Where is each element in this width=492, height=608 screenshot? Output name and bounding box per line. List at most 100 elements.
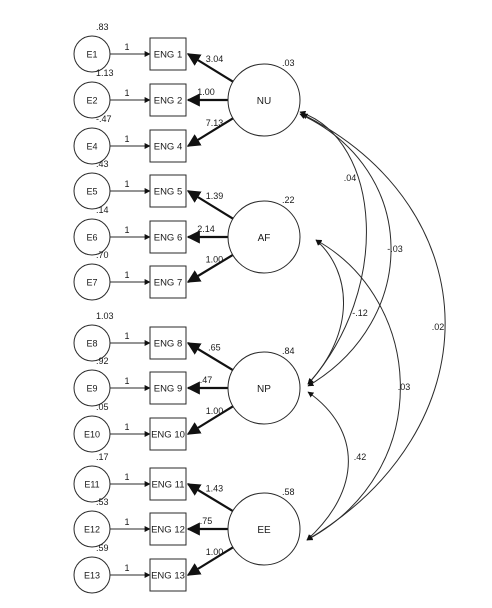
covariance-label: .42 [354,452,367,462]
loading-label: 1.39 [206,191,224,201]
latent-variance-label: .03 [282,58,295,68]
covariance-label: .02 [432,322,445,332]
loading-label: 7.13 [206,118,224,128]
covariance-label: -.12 [352,308,368,318]
latent-label: EE [257,525,271,536]
loading-label: 1.00 [206,547,224,557]
indicator-label: ENG 10 [151,430,185,441]
loading-label: 2.14 [197,224,215,234]
loading-label: 1.00 [197,87,215,97]
indicator-label: ENG 1 [154,50,183,61]
indicator-box [149,83,187,117]
error-variance-label: .59 [96,543,109,553]
loading-arrow [186,405,234,435]
indicator-label: ENG 4 [154,142,183,153]
error-path-label: 1 [124,422,129,432]
error-label: E4 [86,142,97,152]
error-path-label: 1 [124,88,129,98]
covariance-label: .03 [398,382,411,392]
latent-label: NU [257,96,271,107]
error-variance-label: -.47 [96,114,112,124]
error-path-label: 1 [124,134,129,144]
loading-label: 1.00 [206,406,224,416]
error-label: E6 [86,233,97,243]
error-label: E12 [84,525,100,535]
error-variance-label: 1.03 [96,311,114,321]
loading-label: 1.43 [206,484,224,494]
error-variance-label: .17 [96,452,109,462]
covariance-arcs: .04.02-.12.03-.03.42 [299,110,446,541]
covariance-arc [307,239,344,385]
indicator-box [149,417,187,451]
error-variance-label: .70 [96,250,109,260]
indicator-box [149,326,187,360]
error-label: E7 [86,278,97,288]
error-path-label: 1 [124,376,129,386]
indicator-label: ENG 6 [154,233,183,244]
loading-label: .65 [208,343,221,353]
error-path-label: 1 [124,517,129,527]
indicator-box [149,220,187,254]
covariance-arc [306,239,401,541]
error-label: E13 [84,571,100,581]
loading-arrow [186,342,234,371]
indicator-box [149,37,187,71]
factor-loadings: 3.04 1.00 7.13 1.39 2.14 1.00 .65 .47 1.00 1.43 .7… [186,53,234,576]
indicator-box [149,129,187,163]
latent-variance-label: .22 [282,195,295,205]
latent-circle [227,200,301,274]
covariance-arc [299,110,367,385]
error-label: E9 [86,384,97,394]
error-path-label: 1 [124,225,129,235]
loading-label: .75 [200,516,213,526]
indicator-label: ENG 13 [151,571,185,582]
indicator-label: ENG 7 [154,278,183,289]
error-variance-label: .43 [96,159,109,169]
loading-label: 3.04 [206,54,224,64]
latent-label: NP [257,384,271,395]
error-variance-label: .14 [96,205,109,215]
error-path-label: 1 [124,42,129,52]
indicator-label: ENG 9 [154,384,183,395]
latent-circle [227,492,301,566]
covariance-arc [306,391,349,541]
error-variance-label: 1.13 [96,68,114,78]
indicator-box [149,371,187,405]
error-path-label: 1 [124,331,129,341]
indicator-box [149,512,187,546]
covariance-arc [299,113,392,387]
loading-arrow [186,53,234,83]
latent-label: AF [258,233,271,244]
error-path-label: 1 [124,563,129,573]
error-path-label: 1 [124,179,129,189]
loading-arrow [186,117,234,147]
indicator-label: ENG 2 [154,96,183,107]
error-variance-label: .05 [96,402,109,412]
error-label: E8 [86,339,97,349]
indicator-box [149,558,187,592]
indicator-box [149,467,187,501]
indicator-box [149,265,187,299]
error-variance-label: .53 [96,497,109,507]
error-label: E10 [84,430,100,440]
indicator-label: ENG 12 [151,525,185,536]
loading-arrow [186,546,234,576]
loading-arrow [186,483,234,512]
error-label: E11 [84,480,99,490]
error-path-label: 1 [124,270,129,280]
loading-label: .47 [200,375,213,385]
latent-circle [227,351,301,425]
latent-circle [227,63,301,137]
indicator-label: ENG 8 [154,339,183,350]
error-variance-label: .83 [96,22,109,32]
error-variance-label: .92 [96,356,109,366]
error-label: E5 [86,187,97,197]
covariance-arc [301,113,446,541]
error-label: E2 [86,96,97,106]
loading-arrow [186,190,234,220]
latent-variance-label: .84 [282,346,295,356]
loading-label: 1.00 [206,254,224,264]
